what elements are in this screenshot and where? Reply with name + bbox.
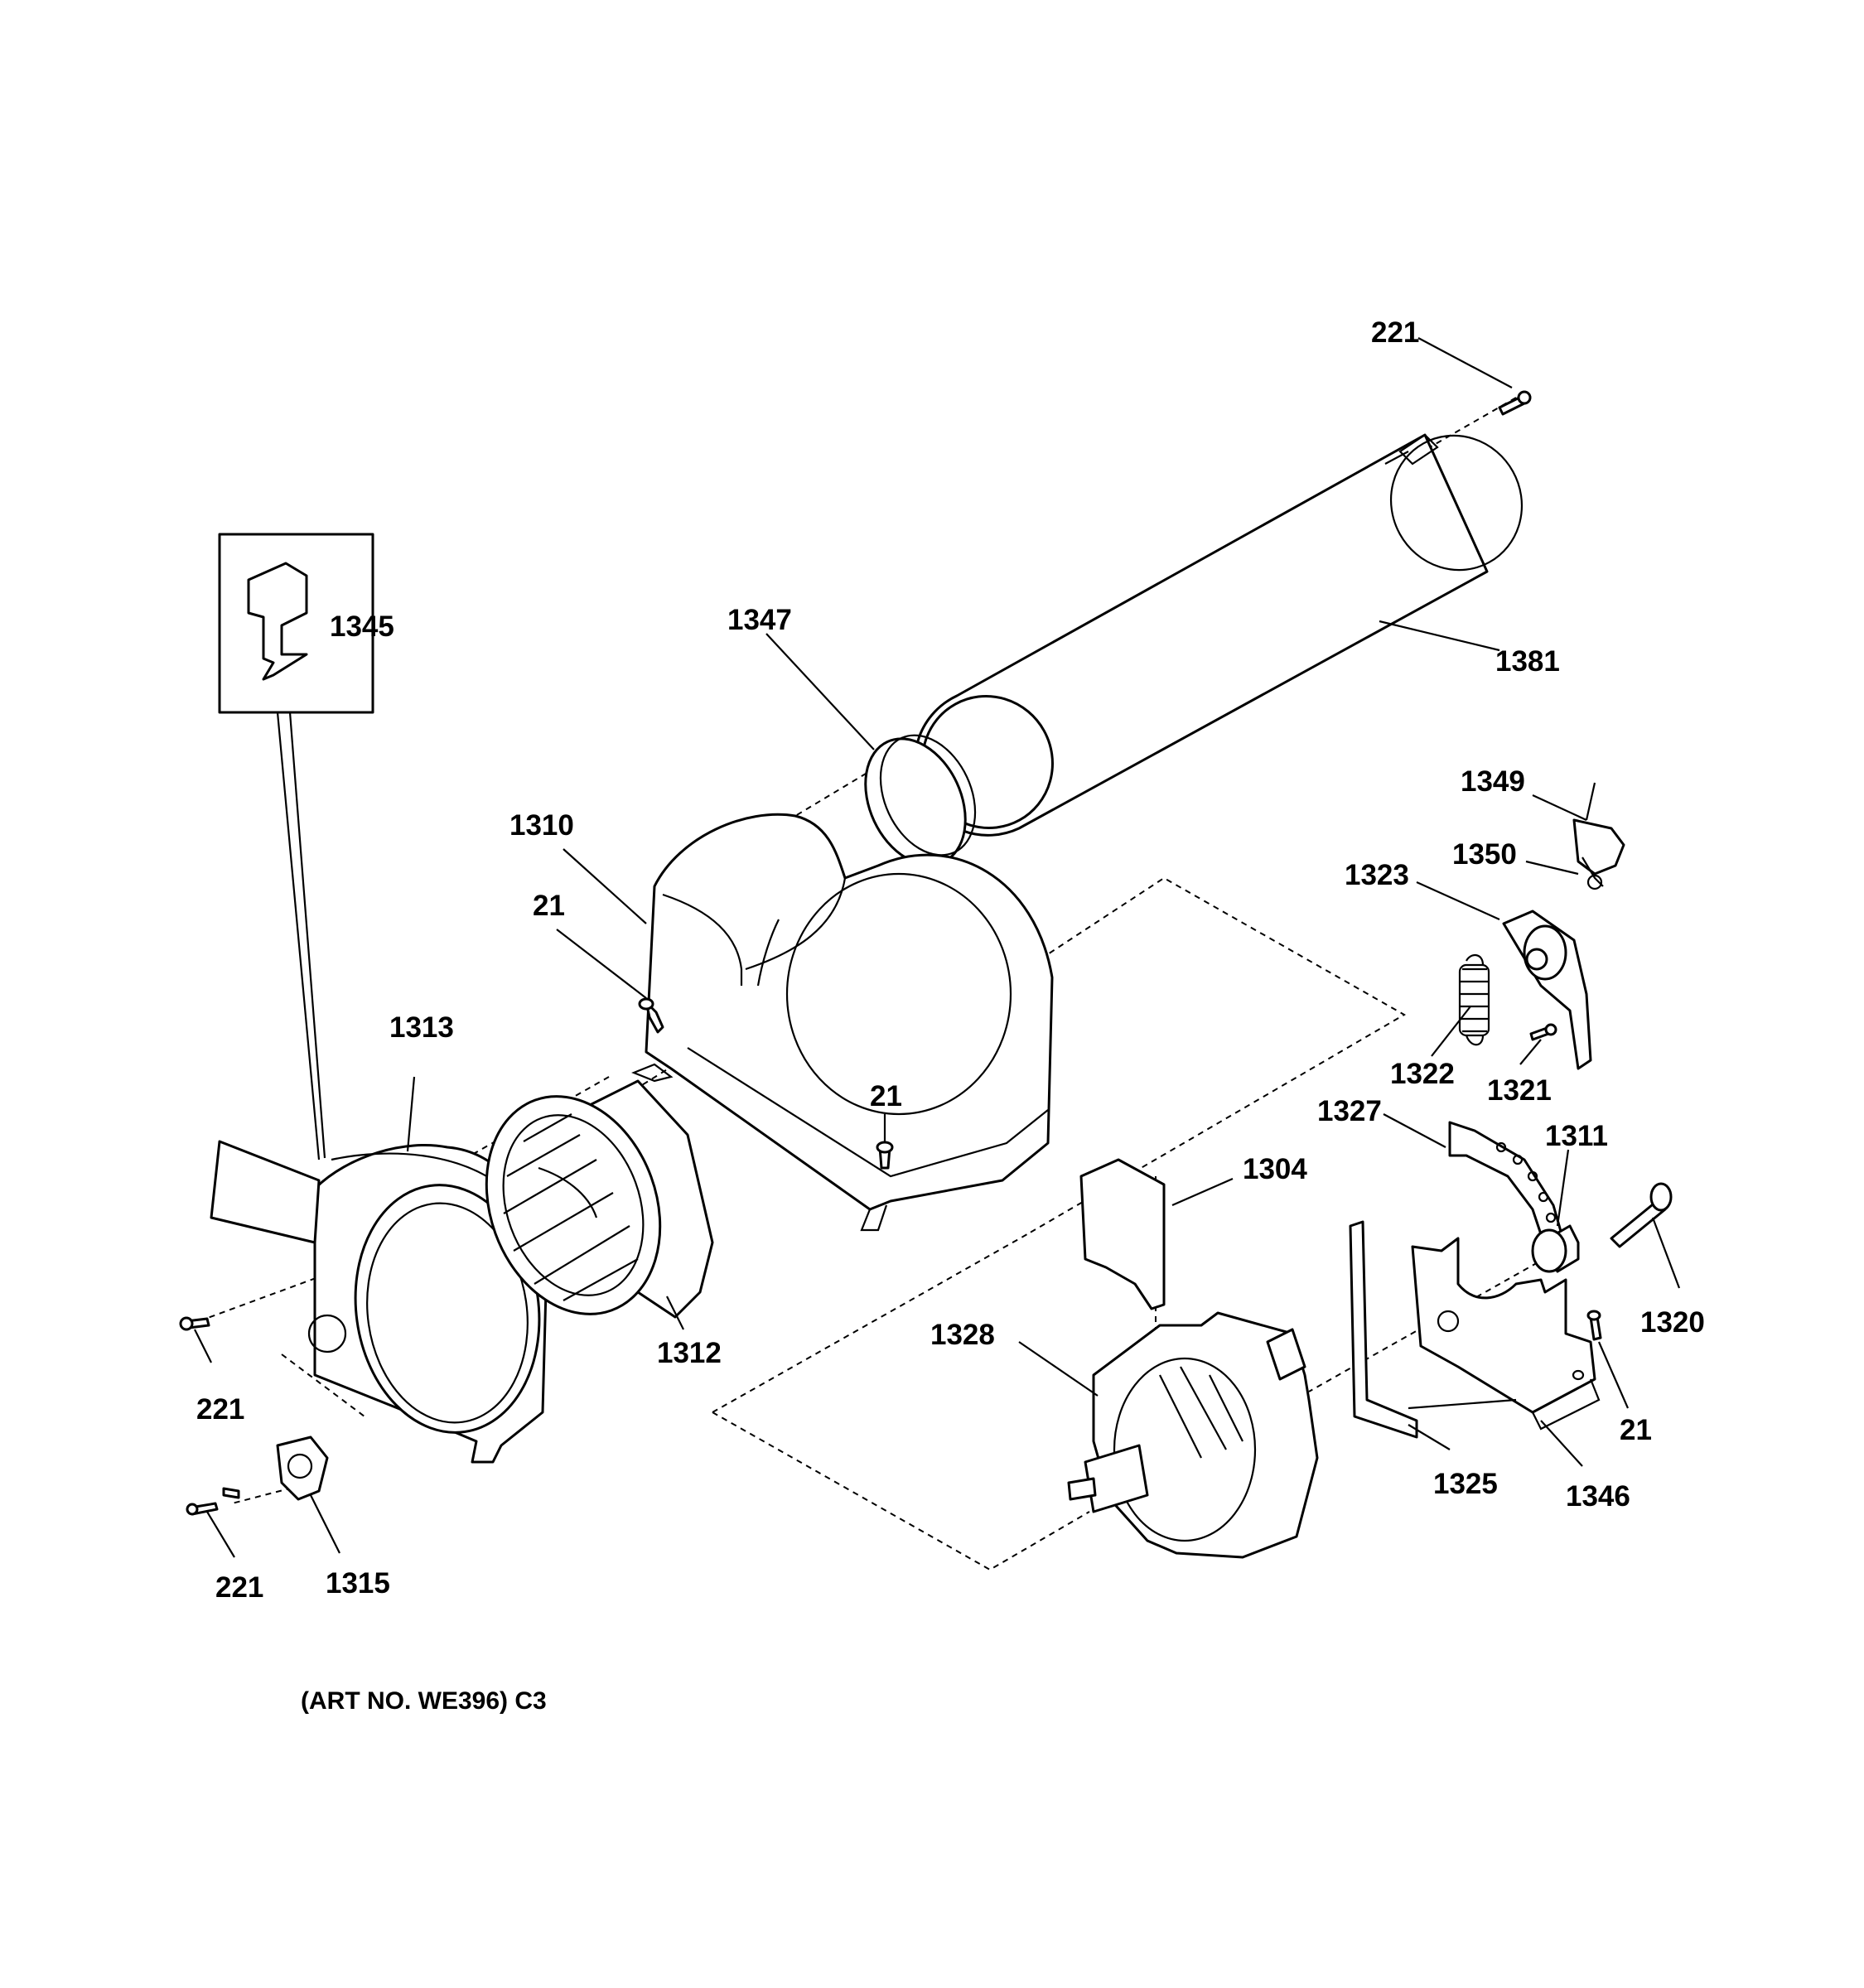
art-number: (ART NO. WE396) C3 [301,1687,547,1715]
label-1328: 1328 [930,1319,995,1351]
pulley-1311 [1531,1224,1580,1273]
label-221-mid: 221 [196,1393,244,1426]
screw-21-c [1586,1310,1602,1341]
motor-bracket-1346 [1411,1237,1601,1431]
label-1381: 1381 [1495,645,1560,678]
screw-221-top [1498,390,1532,416]
label-21-a: 21 [533,890,565,922]
label-1327: 1327 [1317,1095,1382,1127]
bolt-1320 [1610,1182,1673,1248]
label-1346: 1346 [1566,1480,1630,1513]
label-1345: 1345 [330,610,394,643]
label-1321: 1321 [1487,1074,1552,1107]
blower-wheel-1312 [485,1079,714,1319]
label-1320: 1320 [1640,1306,1705,1339]
leader-lines [194,337,1681,1558]
exhaust-duct-1381 [913,433,1524,837]
idler-pulley-1323 [1502,910,1592,1070]
label-1315: 1315 [326,1567,390,1600]
label-1325: 1325 [1433,1468,1498,1500]
label-1350: 1350 [1452,838,1517,871]
label-221-top: 221 [1371,316,1419,349]
screw-21-a [638,997,664,1034]
label-221-bot: 221 [215,1571,263,1604]
screw-1321 [1529,1023,1557,1041]
label-21-b: 21 [870,1080,902,1112]
blower-cover-1313 [210,1140,548,1464]
thermostat-1315 [186,1436,329,1516]
screw-221-mid [179,1316,210,1331]
label-1311: 1311 [1545,1120,1608,1152]
idler-spring-1322 [1458,954,1490,1046]
label-1323: 1323 [1345,859,1409,891]
label-1349: 1349 [1461,765,1525,798]
label-1313: 1313 [389,1011,454,1044]
label-1304: 1304 [1243,1153,1307,1185]
label-1310: 1310 [509,809,574,842]
label-21-c: 21 [1620,1414,1652,1446]
label-1347: 1347 [727,604,792,636]
inset-box-1345 [218,533,374,1160]
blower-housing-1310 [631,813,1054,1232]
hose-1325 [1349,1220,1517,1439]
callout-labels: 221 1381 1347 1345 1310 21 1313 21 1349 … [196,316,1705,1715]
drive-motor-1328 [1067,1311,1319,1559]
switch-1349-1350 [1572,782,1625,890]
label-1312: 1312 [657,1337,722,1369]
label-1322: 1322 [1390,1058,1455,1090]
